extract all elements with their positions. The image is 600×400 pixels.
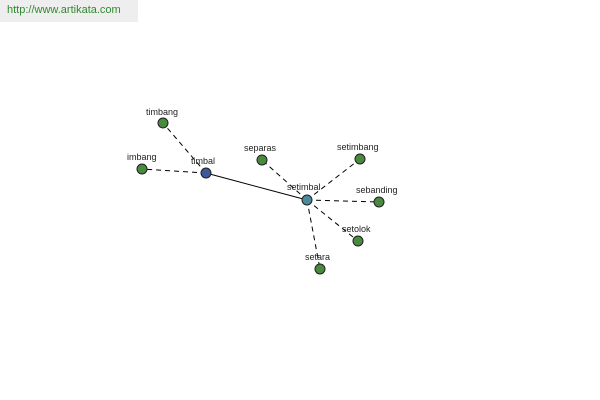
node-timbal[interactable]: timbal [191, 156, 215, 179]
node-circle-separas[interactable] [256, 154, 268, 166]
node-circle-setara[interactable] [314, 263, 326, 275]
edge-setimbal-sebanding [306, 199, 380, 203]
node-circle-setimbal[interactable] [301, 194, 313, 206]
node-label-imbang: imbang [127, 152, 157, 162]
source-link[interactable]: http://www.artikata.com [7, 4, 121, 16]
node-label-timbal: timbal [191, 156, 215, 166]
node-circle-setolok[interactable] [352, 235, 364, 247]
edge-timbal-imbang [141, 168, 207, 174]
nodes-layer: timbal setimbal timbang imbang separas setimb… [127, 107, 398, 275]
node-label-setolok: setolok [342, 224, 371, 234]
node-setara[interactable]: setara [305, 252, 330, 275]
node-timbang[interactable]: timbang [146, 107, 178, 129]
node-label-setimbang: setimbang [337, 142, 379, 152]
node-label-separas: separas [244, 143, 277, 153]
node-setimbang[interactable]: setimbang [337, 142, 379, 165]
edge-setimbal-setara [306, 199, 321, 270]
edge-setimbal-setimbang [306, 158, 361, 201]
node-circle-setimbang[interactable] [354, 153, 366, 165]
node-circle-imbang[interactable] [136, 163, 148, 175]
node-sebanding[interactable]: sebanding [356, 185, 398, 208]
node-label-setimbal: setimbal [287, 182, 321, 192]
node-circle-timbang[interactable] [157, 117, 169, 129]
edge-setimbal-setolok [306, 199, 359, 242]
node-label-setara: setara [305, 252, 330, 262]
node-setimbal[interactable]: setimbal [287, 182, 321, 206]
node-label-timbang: timbang [146, 107, 178, 117]
node-circle-timbal[interactable] [200, 167, 212, 179]
edges-layer [141, 122, 380, 270]
node-separas[interactable]: separas [244, 143, 277, 166]
edge-timbal-setimbal [205, 172, 308, 201]
edge-setimbal-separas [261, 159, 308, 201]
node-label-sebanding: sebanding [356, 185, 398, 195]
edge-timbal-timbang [162, 122, 207, 174]
node-circle-sebanding[interactable] [373, 196, 385, 208]
source-bar: http://www.artikata.com [0, 0, 138, 22]
node-imbang[interactable]: imbang [127, 152, 157, 175]
node-setolok[interactable]: setolok [342, 224, 371, 247]
